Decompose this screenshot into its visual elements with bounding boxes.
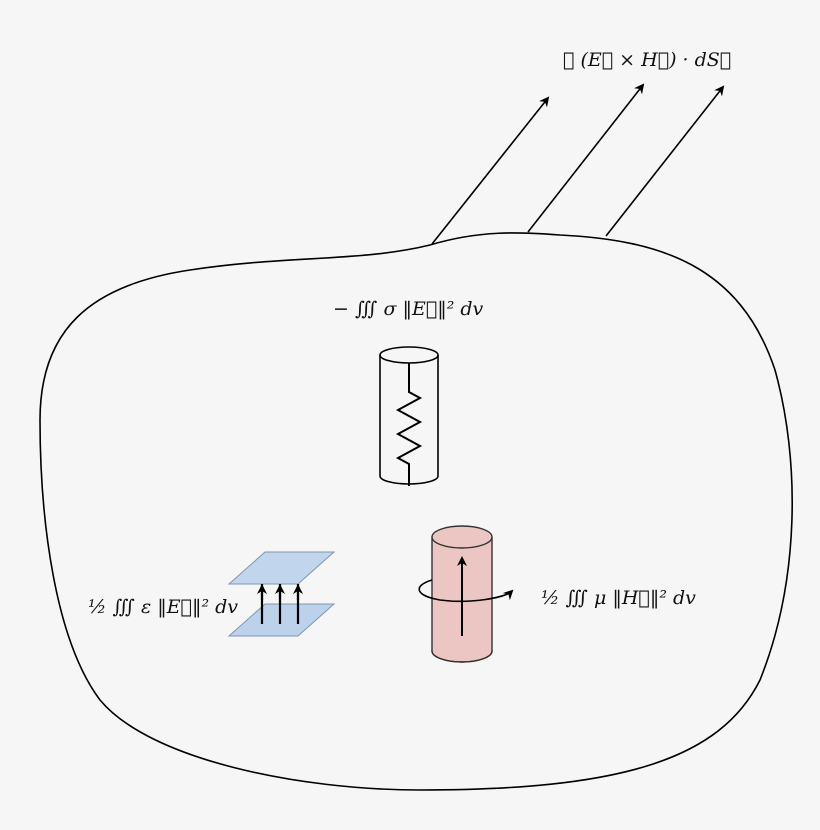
resistor-cylinder [379,346,439,486]
resistor-zigzag-icon [395,363,423,486]
poynting-arrow-2 [527,83,645,233]
capacitor-bottom-plate [227,603,336,637]
joule-loss-label: − ∭ σ ‖E⃗‖² dv [333,298,484,320]
poynting-arrow-3 [605,85,725,237]
capacitor-top-plate [227,551,336,585]
magnetic-circulation-arrow [418,579,514,603]
electric-energy-label: ½ ∭ ε ‖E⃗‖² dv [88,596,238,618]
poynting-flux-label: ∯ (E⃗ × H⃗) · dS⃗ [563,49,731,71]
capacitor-plates [227,551,336,637]
inductor-cylinder [418,525,514,663]
magnetic-energy-label: ½ ∭ μ ‖H⃗‖² dv [541,587,696,609]
poynting-arrow-1 [431,96,550,245]
volume-boundary [39,232,794,791]
